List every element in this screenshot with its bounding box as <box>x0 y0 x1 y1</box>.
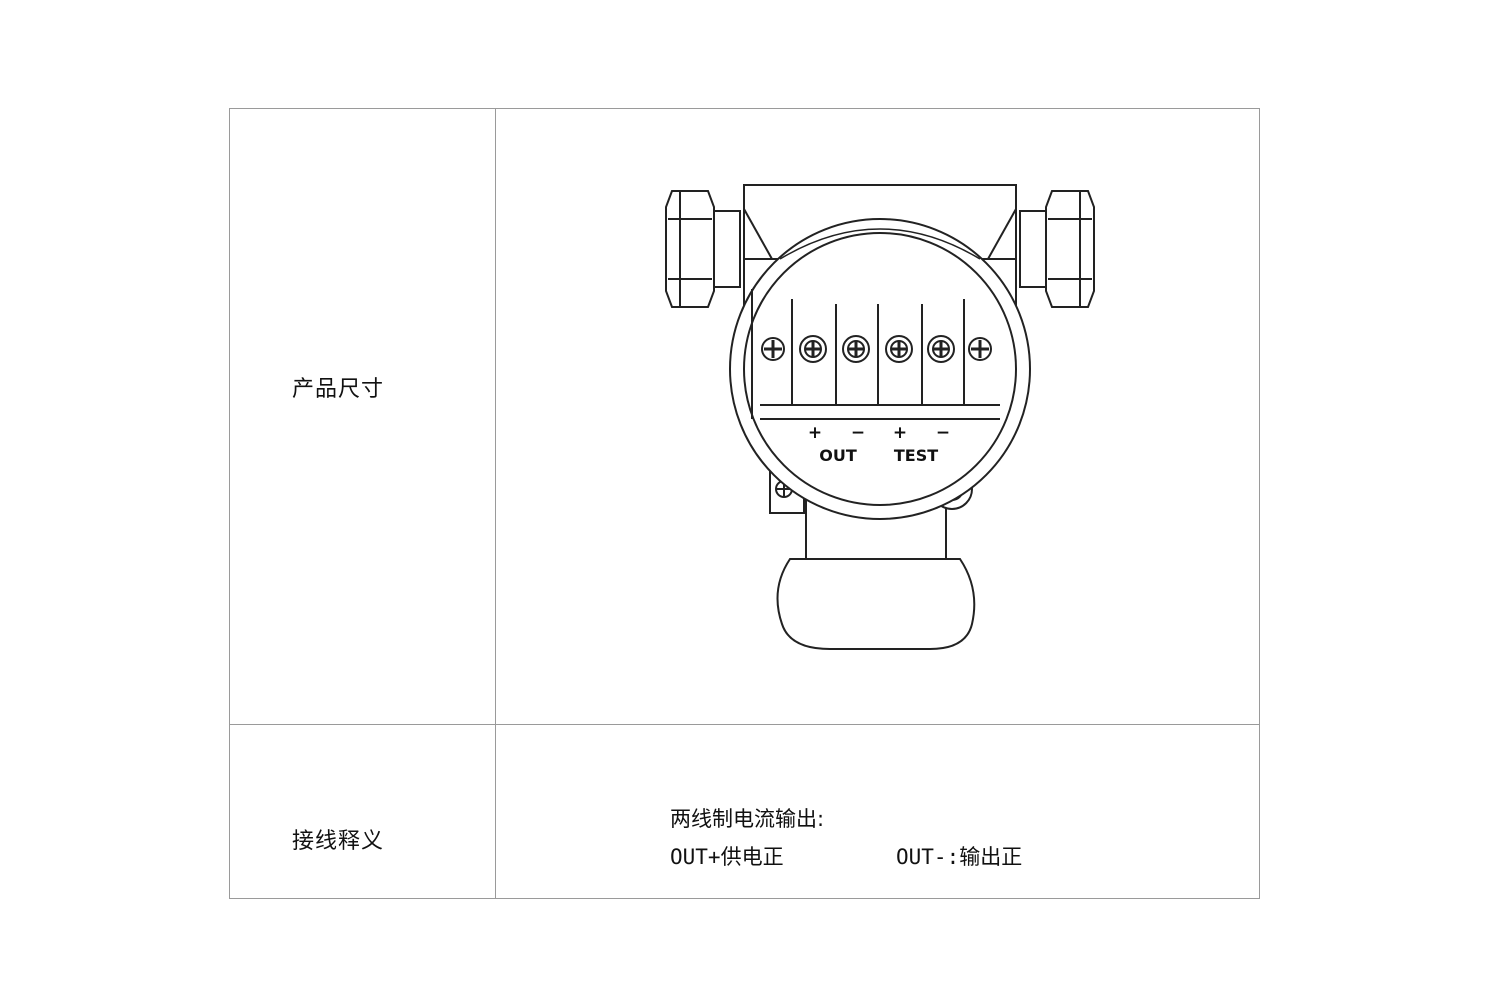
test-group-label: TEST <box>894 446 938 465</box>
right-cable-gland <box>1019 190 1095 308</box>
out-group-label: OUT <box>819 446 857 465</box>
terminal-block <box>751 289 1000 420</box>
out-plus-description: OUT+供电正 <box>670 845 784 869</box>
terminal-2-sign: − <box>851 423 865 443</box>
product-size-label: 产品尺寸 <box>292 377 385 402</box>
terminal-1-sign: + <box>808 423 822 443</box>
row-divider <box>230 724 1259 725</box>
left-cable-gland <box>665 190 741 308</box>
column-divider <box>495 109 496 898</box>
wiring-title: 两线制电流输出: <box>670 807 825 831</box>
spec-table: 产品尺寸 接线释义 <box>229 108 1260 899</box>
wiring-label: 接线释义 <box>292 829 385 854</box>
terminal-4-sign: − <box>936 423 950 443</box>
out-minus-description: OUT-:输出正 <box>896 845 1023 869</box>
transmitter-diagram: + − + − OUT TEST <box>660 179 1100 659</box>
housing-cover <box>729 218 1031 520</box>
terminal-3-sign: + <box>893 423 907 443</box>
